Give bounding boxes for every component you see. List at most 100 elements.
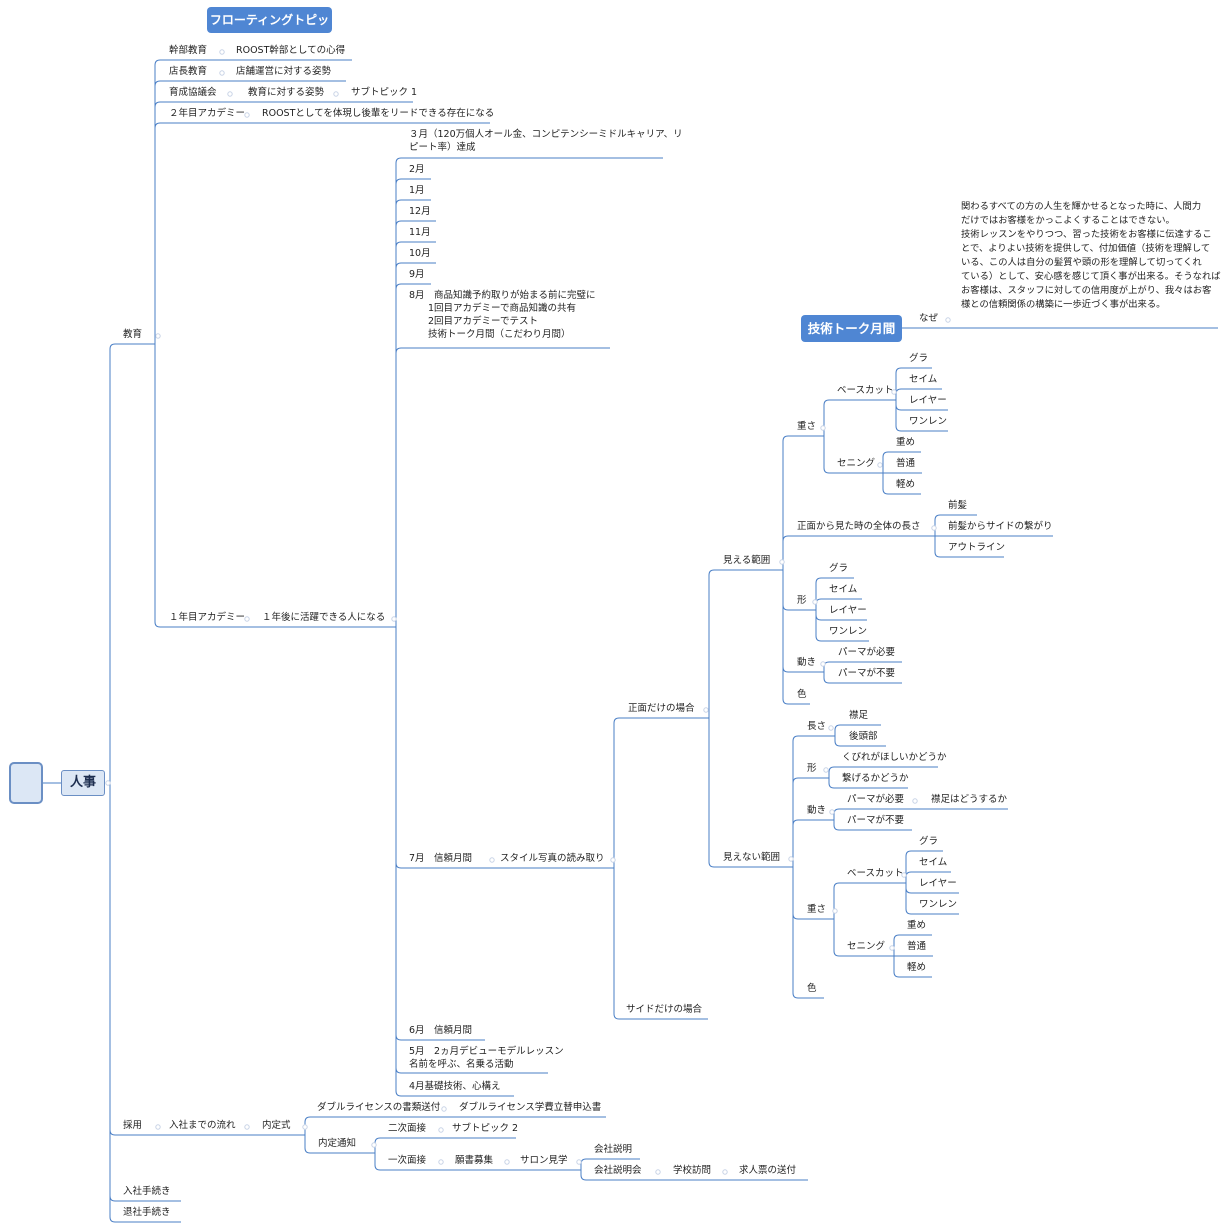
topic-n59[interactable]: 重さ: [807, 904, 827, 915]
collapse-toggle-icon: [889, 945, 895, 951]
topic-n24[interactable]: 見える範囲: [723, 555, 771, 566]
topic-n13[interactable]: ３月（120万個人オール金、コンピテンシーミドルキャリア、リ ピート率）達成: [409, 129, 683, 153]
floating-topic-tech-talk-month[interactable]: 技術トーク月間: [801, 315, 902, 342]
topic-n39[interactable]: 形: [797, 595, 807, 606]
topic-n65[interactable]: セニング: [847, 941, 886, 952]
topic-n11[interactable]: １年目アカデミー: [169, 612, 246, 623]
topic-n73[interactable]: 4月基礎技術、心構え: [409, 1081, 501, 1092]
topic-n27[interactable]: グラ: [909, 353, 929, 364]
topic-n66[interactable]: 重め: [907, 920, 927, 931]
topic-n25[interactable]: 重さ: [797, 421, 817, 432]
topic-n6[interactable]: 育成協議会: [169, 87, 217, 98]
topic-n75[interactable]: 入社までの流れ: [169, 1120, 236, 1131]
topic-n91[interactable]: なぜ: [919, 313, 939, 324]
topic-n28[interactable]: セイム: [909, 374, 938, 385]
topic-n17[interactable]: 11月: [409, 227, 431, 238]
topic-n72[interactable]: 5月 2ヵ月デビューモデルレッスン 名前を呼ぶ、名乗る活動: [409, 1046, 564, 1070]
topic-n62[interactable]: セイム: [919, 857, 948, 868]
topic-n15[interactable]: 1月: [409, 185, 425, 196]
topic-n22[interactable]: スタイル写真の読み取り: [500, 853, 605, 864]
topic-n37[interactable]: 前髪からサイドの繋がり: [948, 521, 1053, 532]
topic-n45[interactable]: パーマが必要: [838, 647, 896, 658]
topic-n57[interactable]: 襟足はどうするか: [931, 794, 1008, 805]
topic-n32[interactable]: 重め: [896, 437, 916, 448]
topic-n53[interactable]: くびれがほしいかどうか: [842, 752, 947, 763]
topic-n77[interactable]: ダブルライセンスの書類送付: [317, 1102, 441, 1113]
topic-n61[interactable]: グラ: [919, 836, 939, 847]
floating-topic[interactable]: フローティングトピック: [207, 7, 332, 53]
topic-n86[interactable]: 会社説明会: [594, 1165, 642, 1176]
topic-n29[interactable]: レイヤー: [909, 395, 947, 406]
topic-n84[interactable]: サロン見学: [520, 1155, 568, 1166]
topic-n71[interactable]: 6月 信頼月間: [409, 1025, 473, 1036]
topic-n8[interactable]: サブトピック 1: [351, 87, 418, 98]
topic-n46[interactable]: パーマが不要: [838, 668, 896, 679]
topic-n43[interactable]: ワンレン: [829, 626, 868, 637]
topic-n69[interactable]: 色: [807, 983, 817, 994]
topic-n36[interactable]: 前髪: [948, 500, 968, 511]
topic-n2[interactable]: 幹部教育: [169, 45, 208, 56]
topic-n80[interactable]: 二次面接: [388, 1123, 427, 1134]
topic-n56[interactable]: パーマが必要: [847, 794, 905, 805]
topic-n79[interactable]: 内定通知: [318, 1138, 357, 1149]
topic-n82[interactable]: 一次面接: [388, 1155, 427, 1166]
topic-n14[interactable]: 2月: [409, 164, 425, 175]
topic-n33[interactable]: 普通: [896, 458, 916, 469]
topic-n40[interactable]: グラ: [829, 563, 849, 574]
topic-n47[interactable]: 色: [797, 689, 807, 700]
topic-n16[interactable]: 12月: [409, 206, 431, 217]
topic-n67[interactable]: 普通: [907, 941, 927, 952]
topic-n50[interactable]: 襟足: [849, 710, 869, 721]
topic-n78[interactable]: ダブルライセンス学費立替申込書: [459, 1102, 602, 1113]
topic-n38[interactable]: アウトライン: [948, 542, 1006, 553]
topic-n54[interactable]: 繋げるかどうか: [842, 773, 909, 784]
topic-n88[interactable]: 求人票の送付: [739, 1165, 797, 1176]
topic-n51[interactable]: 後頭部: [849, 731, 878, 742]
topic-n70[interactable]: サイドだけの場合: [626, 1004, 703, 1015]
topic-n19[interactable]: 9月: [409, 269, 425, 280]
topic-n18[interactable]: 10月: [409, 248, 431, 259]
topic-n30[interactable]: ワンレン: [909, 416, 948, 427]
topic-n35[interactable]: 正面から見た時の全体の長さ: [797, 521, 921, 532]
topic-n9[interactable]: ２年目アカデミー: [169, 108, 246, 119]
topic-n23[interactable]: 正面だけの場合: [628, 703, 695, 714]
topic-n42[interactable]: レイヤー: [829, 605, 867, 616]
topic-n64[interactable]: ワンレン: [919, 899, 958, 910]
topic-n7[interactable]: 教育に対する姿勢: [248, 87, 325, 98]
topic-n20[interactable]: 8月 商品知識予約取りが始まる前に完璧に 1回目アカデミーで商品知識の共有 2回…: [409, 290, 596, 340]
topic-n68[interactable]: 軽め: [907, 962, 927, 973]
topic-n44[interactable]: 動き: [797, 657, 817, 668]
central-topic[interactable]: [9, 762, 43, 804]
topic-n41[interactable]: セイム: [829, 584, 858, 595]
collapse-toggle-icon: [901, 872, 907, 878]
topic-n89[interactable]: 入社手続き: [123, 1186, 171, 1197]
topic-n31[interactable]: セニング: [837, 458, 876, 469]
topic-n48[interactable]: 見えない範囲: [723, 852, 781, 863]
branch-connector: [891, 367, 902, 401]
topic-n90[interactable]: 退社手続き: [123, 1207, 171, 1218]
topic-n74[interactable]: 採用: [123, 1120, 143, 1131]
topic-n63[interactable]: レイヤー: [919, 878, 957, 889]
topic-n21[interactable]: 7月 信頼月間: [409, 853, 473, 864]
collapse-toggle-icon: [438, 1127, 444, 1133]
topic-n4[interactable]: 店長教育: [169, 66, 208, 77]
topic-n83[interactable]: 願書募集: [455, 1155, 494, 1166]
topic-n55[interactable]: 動き: [807, 805, 827, 816]
collapse-toggle-icon: [891, 389, 897, 395]
topic-n85[interactable]: 会社説明: [594, 1144, 633, 1155]
topic-n26[interactable]: ベースカット: [837, 385, 894, 396]
topic-n76[interactable]: 内定式: [262, 1120, 291, 1131]
topic-n49[interactable]: 長さ: [807, 721, 827, 732]
topic-n87[interactable]: 学校訪問: [673, 1165, 712, 1176]
topic-n12[interactable]: １年後に活躍できる人になる: [262, 612, 386, 623]
topic-n10[interactable]: ROOSTとしてを体現し後輩をリードできる存在になる: [262, 108, 495, 119]
main-topic-jinji[interactable]: 人事: [61, 770, 105, 796]
topic-n5[interactable]: 店舗運営に対する姿勢: [236, 66, 332, 77]
topic-n60[interactable]: ベースカット: [847, 868, 904, 879]
topic-n58[interactable]: パーマが不要: [847, 815, 905, 826]
topic-n3[interactable]: ROOST幹部としての心得: [236, 45, 346, 56]
topic-n34[interactable]: 軽め: [896, 479, 916, 490]
topic-n81[interactable]: サブトピック 2: [452, 1123, 519, 1134]
topic-n52[interactable]: 形: [807, 763, 817, 774]
topic-n1[interactable]: 教育: [123, 329, 143, 340]
